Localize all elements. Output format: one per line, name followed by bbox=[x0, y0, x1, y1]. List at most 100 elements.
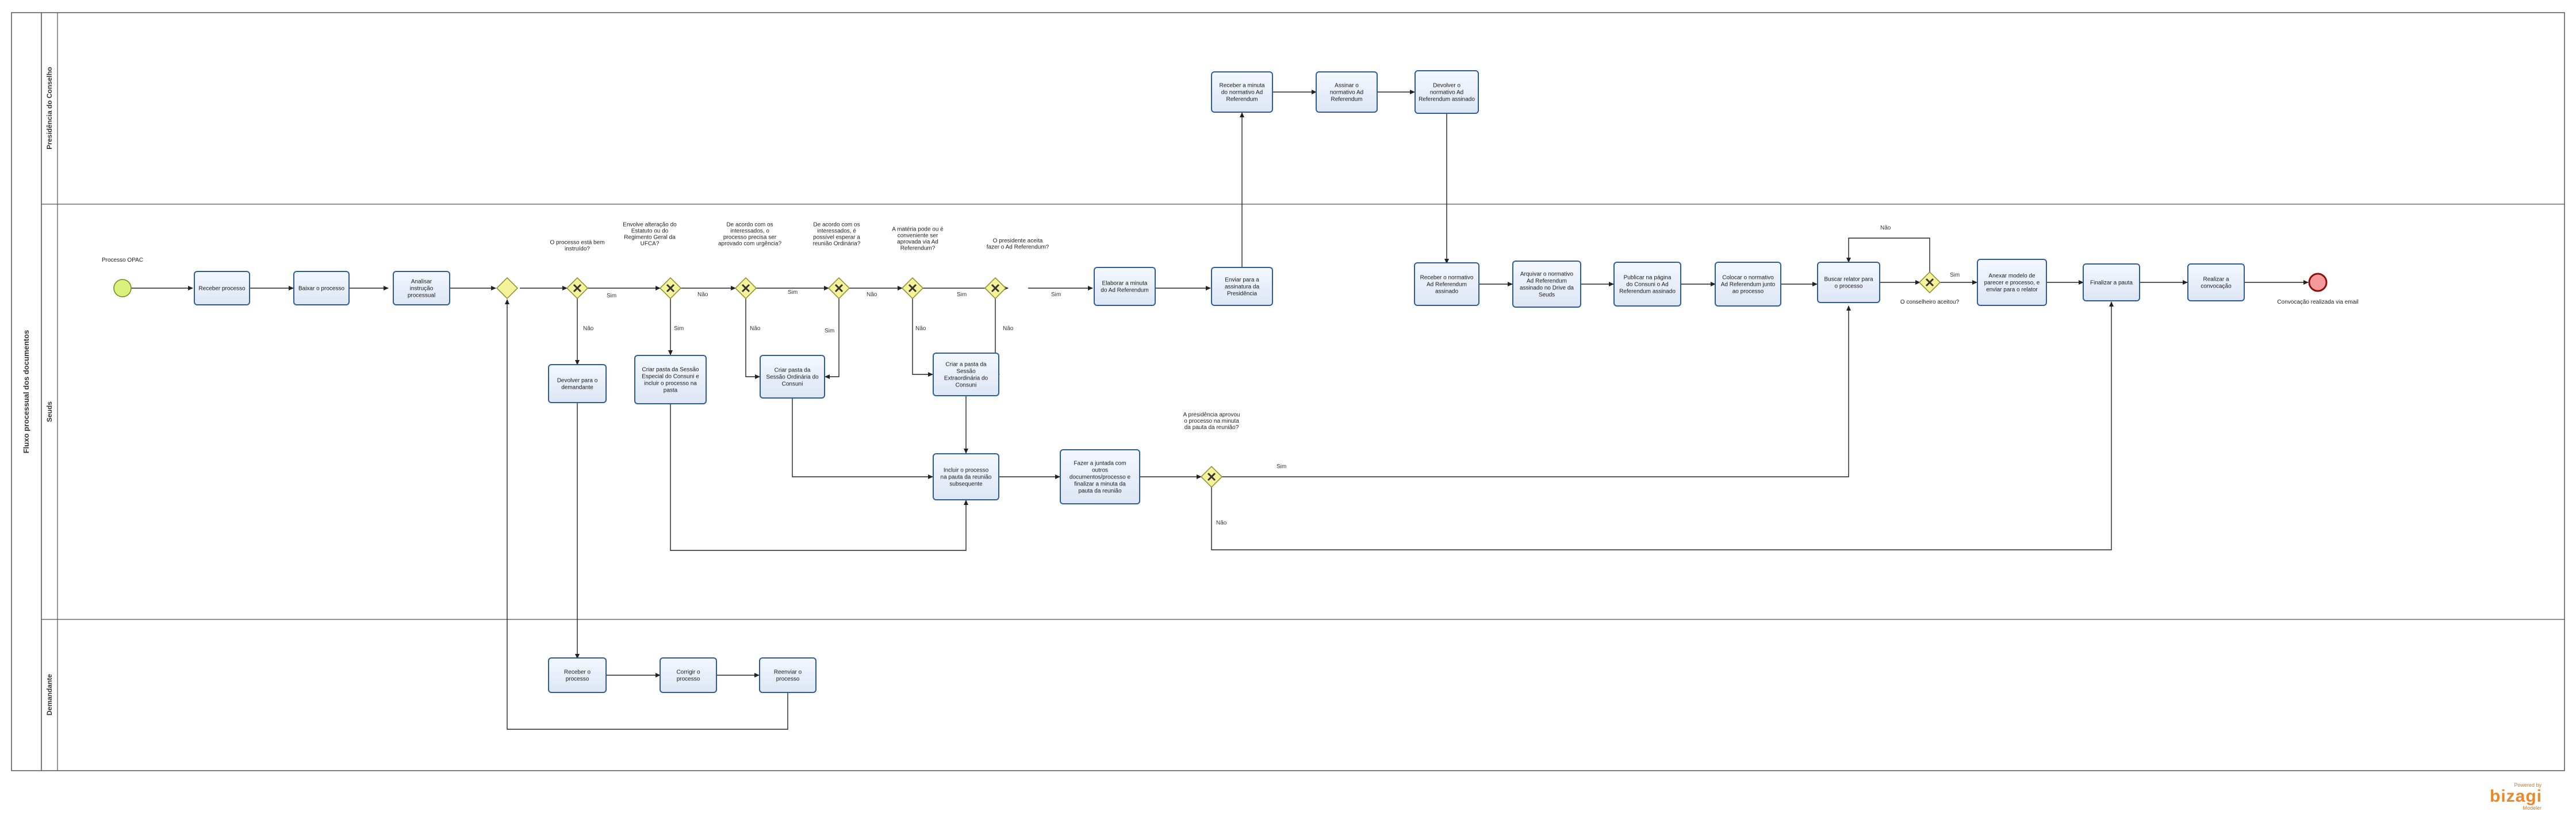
flow-label-g4-sim: Sim bbox=[825, 328, 834, 334]
gateway-g6[interactable] bbox=[984, 277, 1007, 300]
exclusive-x-icon bbox=[741, 284, 750, 293]
lane-label-demandante: Demandante bbox=[45, 674, 53, 715]
lane-label-seuds: Seuds bbox=[45, 401, 53, 422]
lane-label-presidencia: Presidência do Conselho bbox=[45, 67, 53, 149]
task-baixar-processo[interactable]: Baixar o processo bbox=[293, 271, 350, 305]
flow-label-g1-nao: Não bbox=[583, 326, 594, 332]
flow-label-g1-sim: Sim bbox=[607, 293, 616, 299]
bizagi-brand: Powered by bizagi Modeler bbox=[2490, 782, 2542, 811]
flow-label-g6-nao: Não bbox=[1003, 326, 1014, 332]
flow-label-g7-sim: Sim bbox=[1276, 464, 1286, 470]
flow-label-g2-sim: Sim bbox=[674, 326, 684, 332]
exclusive-x-icon bbox=[908, 284, 917, 293]
flow-label-g6-sim: Sim bbox=[1051, 292, 1061, 298]
task-receber-processo[interactable]: Receber processo bbox=[194, 271, 250, 305]
flow-labels: Não Sim Não Sim Sim Não Não Sim Sim Não … bbox=[583, 225, 1960, 526]
flow-label-g5-nao: Não bbox=[915, 326, 926, 332]
task-label: Finalizar a pauta bbox=[2090, 280, 2133, 286]
pool: Fluxo processual dos documentos Presidên… bbox=[11, 12, 2565, 771]
end-event[interactable] bbox=[2308, 273, 2328, 292]
gateway-g7[interactable] bbox=[1200, 465, 1223, 488]
brand-powered-by: Powered by bbox=[2514, 782, 2542, 788]
exclusive-x-icon bbox=[666, 284, 675, 293]
flow-label-g8-sim: Sim bbox=[1950, 272, 1960, 278]
gateway-g5[interactable] bbox=[901, 277, 924, 300]
gateway-g3[interactable] bbox=[734, 277, 757, 300]
start-event[interactable] bbox=[113, 279, 132, 297]
bizagi-logo: bizagi bbox=[2490, 787, 2543, 806]
flow-label-g2-nao: Não bbox=[697, 292, 708, 298]
exclusive-x-icon bbox=[1207, 472, 1216, 481]
flow-label-g3-sim: Sim bbox=[788, 289, 798, 296]
brand-sub: Modeler bbox=[2523, 805, 2542, 811]
flow-label-g3-nao: Não bbox=[750, 326, 761, 332]
exclusive-x-icon bbox=[834, 284, 844, 293]
flow-label-g7-nao: Não bbox=[1216, 520, 1227, 526]
gateway-label-g8: O conselheiro aceitou? bbox=[1900, 299, 1960, 305]
exclusive-x-icon bbox=[991, 284, 1000, 293]
task-finalizar-pauta[interactable]: Finalizar a pauta bbox=[2083, 263, 2140, 301]
gateway-g1[interactable] bbox=[566, 277, 589, 300]
gateway-merge[interactable] bbox=[496, 277, 519, 300]
end-event-label: Convocação realizada via email bbox=[2277, 299, 2358, 305]
pool-label: Fluxo processual dos documentos bbox=[22, 330, 30, 454]
gateway-g4[interactable] bbox=[827, 277, 850, 300]
gateway-g8[interactable] bbox=[1918, 271, 1941, 294]
task-label: Receber processo bbox=[198, 286, 246, 292]
gateway-g2[interactable] bbox=[659, 277, 682, 300]
flow-label-g8-nao: Não bbox=[1880, 225, 1891, 231]
start-event-label: Processo OPAC bbox=[102, 257, 143, 263]
exclusive-x-icon bbox=[573, 284, 582, 293]
flow-label-g4-nao: Não bbox=[867, 292, 877, 298]
